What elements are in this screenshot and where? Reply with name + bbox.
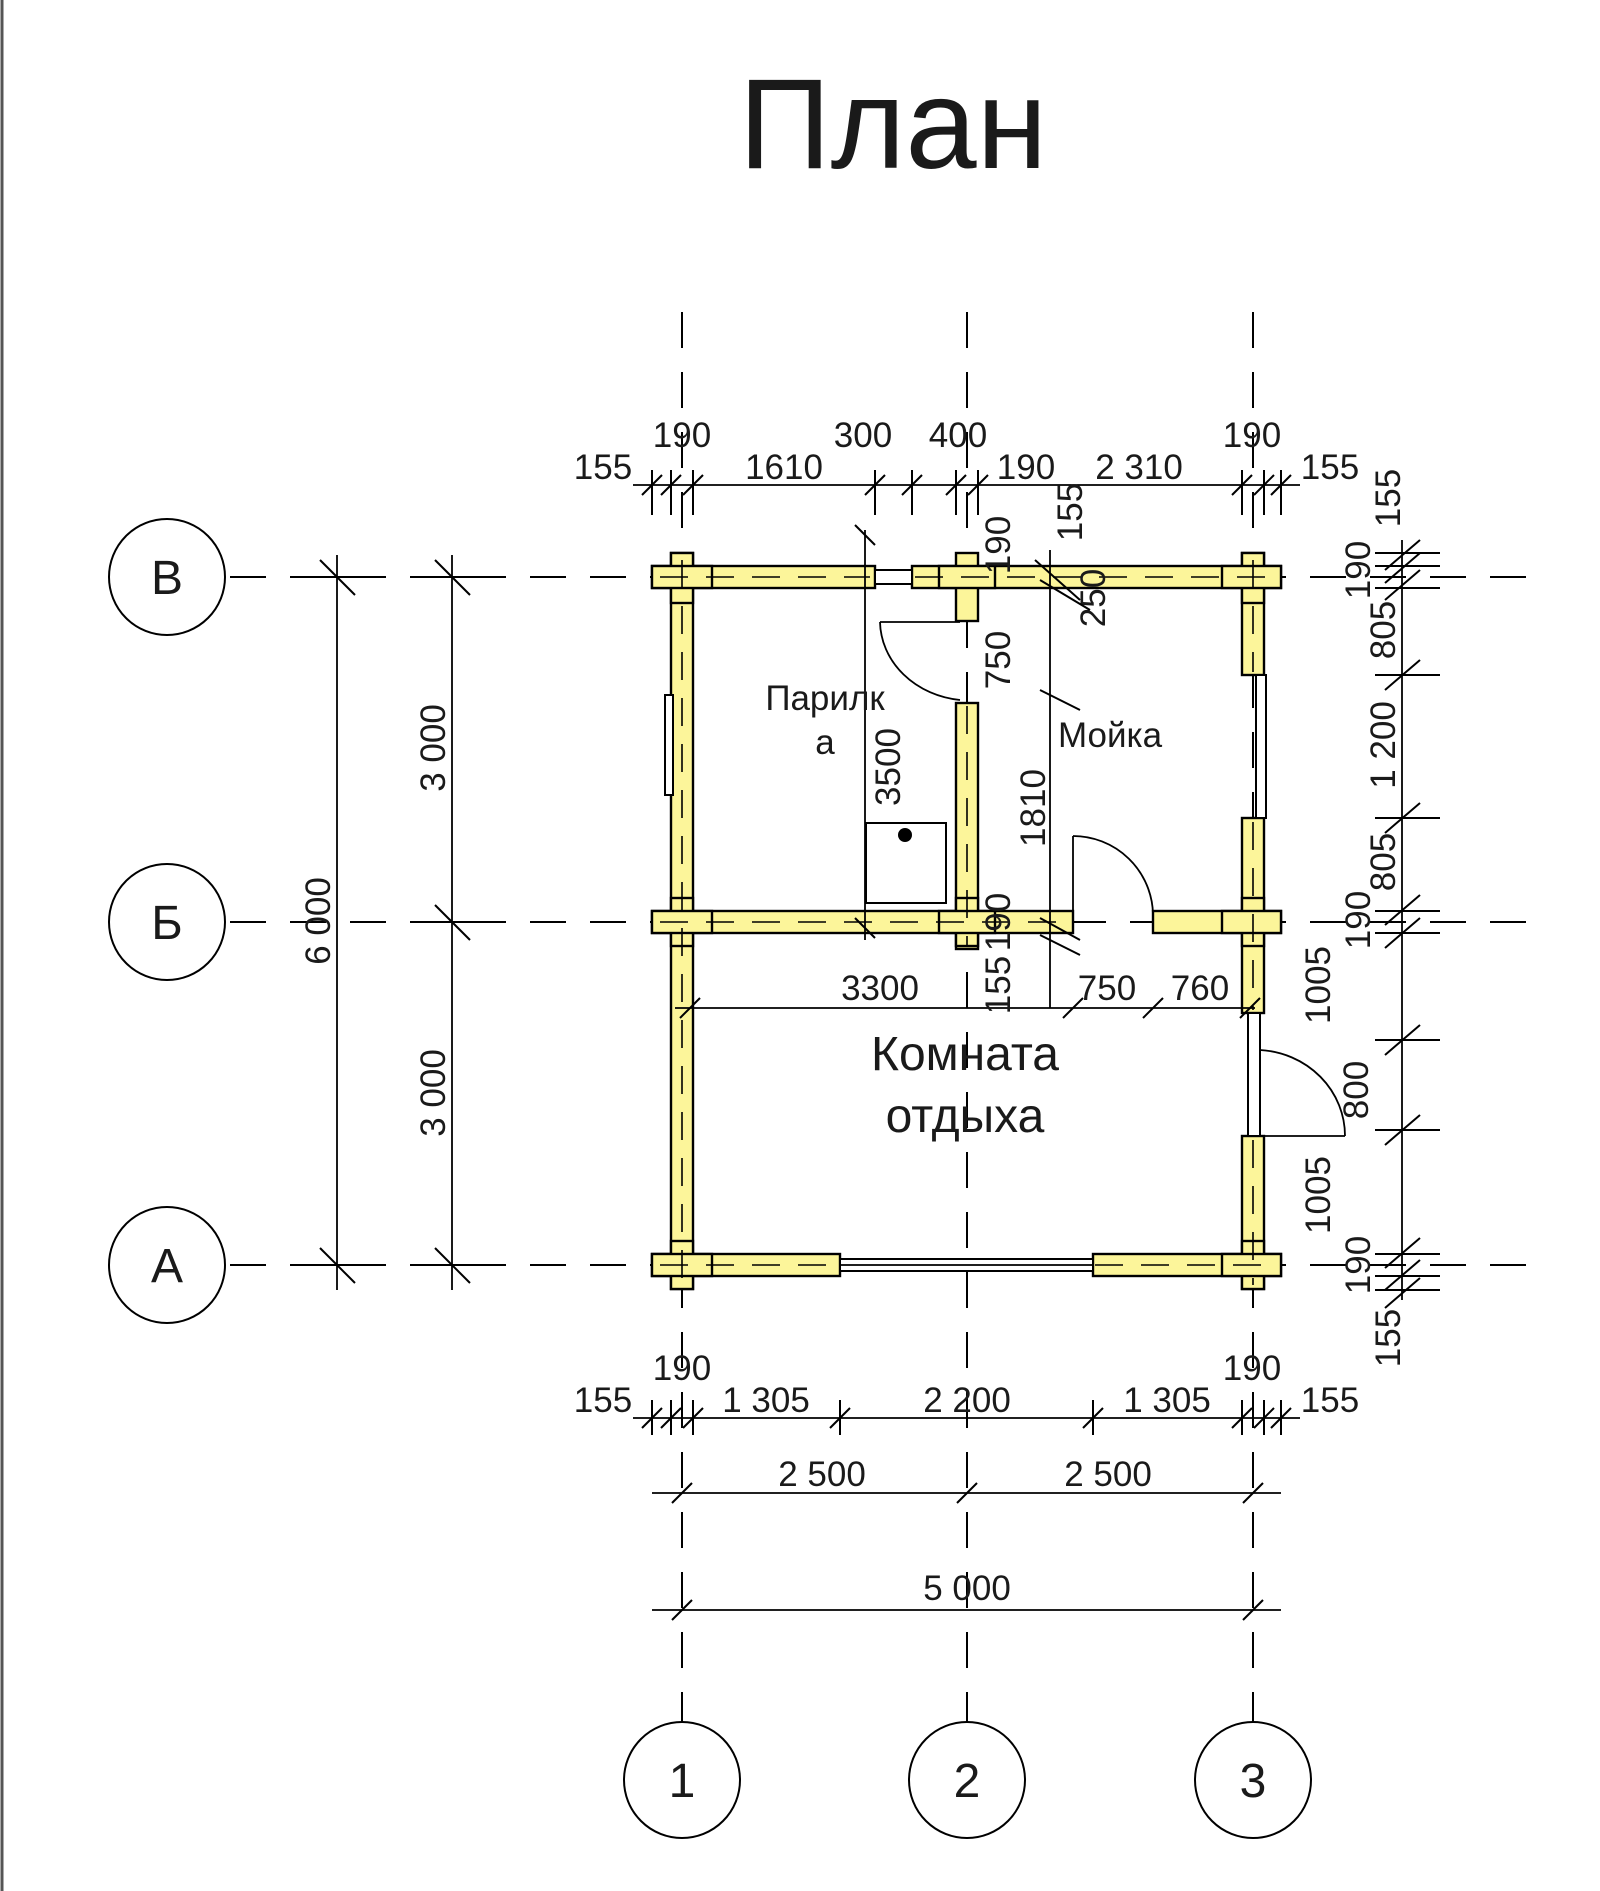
dim-ticks-right xyxy=(1375,539,1440,1309)
dim-right-1005-bot: 1005 xyxy=(1299,1156,1338,1234)
doors xyxy=(879,621,1346,1137)
dim-left-6000: 6 000 xyxy=(299,877,338,965)
dim-ticks-bottom xyxy=(641,1400,1292,1621)
dim-top-190-right: 190 xyxy=(1223,416,1281,455)
wall-centerlines xyxy=(660,560,1278,1285)
axis-label-3: 3 xyxy=(1240,1755,1267,1808)
dim-part-155-low: 155 xyxy=(979,956,1018,1014)
dim-right-155-bot: 155 xyxy=(1369,1309,1408,1367)
dim-left-3000-bot: 3 000 xyxy=(414,1049,453,1137)
axis-label-1: 1 xyxy=(669,1755,696,1808)
axis-bubble-1 xyxy=(623,1721,741,1839)
room-labels: Парилк а Мойка Комната отдыха xyxy=(765,679,1162,1143)
axis-bubble-3 xyxy=(1194,1721,1312,1839)
dim-right-190-mid: 190 xyxy=(1339,891,1378,949)
window-wash xyxy=(1255,674,1267,819)
axis-label-b: Б xyxy=(151,897,183,950)
axis-bubble-2 xyxy=(908,1721,1026,1839)
dim-top-400: 400 xyxy=(929,416,987,455)
dim-right-805-bot: 805 xyxy=(1364,833,1403,891)
room-rest-line2: отдыха xyxy=(886,1090,1045,1143)
axis-label-2: 2 xyxy=(954,1755,981,1808)
dim-bot-1305-right: 1 305 xyxy=(1123,1381,1211,1420)
dim-bot-2500-left: 2 500 xyxy=(778,1455,866,1494)
room-steam-line2: а xyxy=(815,723,835,762)
dim-part-1810: 1810 xyxy=(1014,769,1053,847)
room-steam-line1: Парилк xyxy=(765,679,885,718)
partition-dimensions: 190 155 250 750 3500 1810 190 155 xyxy=(854,483,1113,1014)
dim-right-155-top: 155 xyxy=(1369,469,1408,527)
dim-bot-2500-right: 2 500 xyxy=(1064,1455,1152,1494)
dim-top-2310: 2 310 xyxy=(1095,448,1183,487)
dim-right-805-top: 805 xyxy=(1364,601,1403,659)
log-stub-b3 xyxy=(1220,909,1283,935)
dim-bot-1305-left: 1 305 xyxy=(722,1381,810,1420)
windows xyxy=(664,569,1267,1272)
room-rest-line1: Комната xyxy=(871,1028,1059,1081)
dim-right-800: 800 xyxy=(1337,1061,1376,1119)
stove xyxy=(865,822,947,904)
dim-top-300: 300 xyxy=(834,416,892,455)
top-dimensions: 190 300 400 190 155 1610 190 2 310 155 xyxy=(574,416,1359,515)
door-entrance-frame xyxy=(1247,1012,1261,1137)
dim-top-155-left: 155 xyxy=(574,448,632,487)
dim-bot-155-right: 155 xyxy=(1301,1381,1359,1420)
dim-top-190-left: 190 xyxy=(653,416,711,455)
axis-label-v: В xyxy=(151,552,183,605)
window-steam-room xyxy=(874,569,913,585)
axis-label-a: А xyxy=(151,1240,183,1293)
dim-part-190: 190 xyxy=(979,516,1018,574)
dim-part-250: 250 xyxy=(1074,569,1113,627)
dim-inner-750: 750 xyxy=(1078,969,1136,1008)
dim-right-1200: 1 200 xyxy=(1364,701,1403,789)
axis-lines xyxy=(230,312,1535,1730)
dim-inner-760: 760 xyxy=(1171,969,1229,1008)
axis-bubble-v xyxy=(108,518,226,636)
dim-ticks-partition xyxy=(854,524,1091,956)
dim-top-155-right: 155 xyxy=(1301,448,1359,487)
interior-dimension-lines xyxy=(675,530,1255,1009)
dim-right-190-bot: 190 xyxy=(1339,1236,1378,1294)
dim-ticks-top xyxy=(641,470,1292,515)
dim-ticks-left xyxy=(300,559,490,1284)
left-dimensions: 6 000 3 000 3 000 xyxy=(299,555,490,1290)
dim-inner-3300: 3300 xyxy=(841,969,919,1008)
dim-right-190-top: 190 xyxy=(1339,541,1378,599)
dim-ticks-inner xyxy=(679,997,1261,1019)
dim-top-1610: 1610 xyxy=(745,448,823,487)
stove-box xyxy=(865,822,947,904)
dim-left-3000-top: 3 000 xyxy=(414,704,453,792)
axis-bubble-a xyxy=(108,1206,226,1324)
dim-bot-5000: 5 000 xyxy=(923,1569,1011,1608)
dim-part-190-low: 190 xyxy=(979,893,1018,951)
dim-bot-190-left: 190 xyxy=(653,1349,711,1388)
dim-bot-155-left: 155 xyxy=(574,1381,632,1420)
dim-part-750: 750 xyxy=(979,631,1018,689)
stove-chimney-icon xyxy=(898,828,912,842)
inner-dimensions: 3300 750 760 xyxy=(679,969,1261,1019)
dim-right-1005-top: 1005 xyxy=(1299,946,1338,1024)
axis-bubble-b xyxy=(108,863,226,981)
door-steam-swing xyxy=(879,621,961,701)
window-left xyxy=(664,694,674,796)
right-dimensions: 155 190 805 1 200 805 190 1005 800 1005 … xyxy=(1299,469,1440,1367)
dim-bot-2200: 2 200 xyxy=(923,1381,1011,1420)
bottom-dimensions: 190 190 155 1 305 2 200 1 305 155 2 500 … xyxy=(574,1349,1359,1621)
dim-bot-190-right: 190 xyxy=(1223,1349,1281,1388)
door-wash-swing xyxy=(1072,835,1154,915)
dim-part-3500: 3500 xyxy=(869,728,908,806)
dim-top-190-mid: 190 xyxy=(997,448,1055,487)
dim-part-155: 155 xyxy=(1051,483,1090,541)
plan-title: План xyxy=(739,53,1048,196)
axis-bubbles: В Б А 1 2 3 xyxy=(108,518,1312,1839)
room-wash: Мойка xyxy=(1058,716,1163,755)
door-entrance-swing xyxy=(1259,1049,1346,1137)
